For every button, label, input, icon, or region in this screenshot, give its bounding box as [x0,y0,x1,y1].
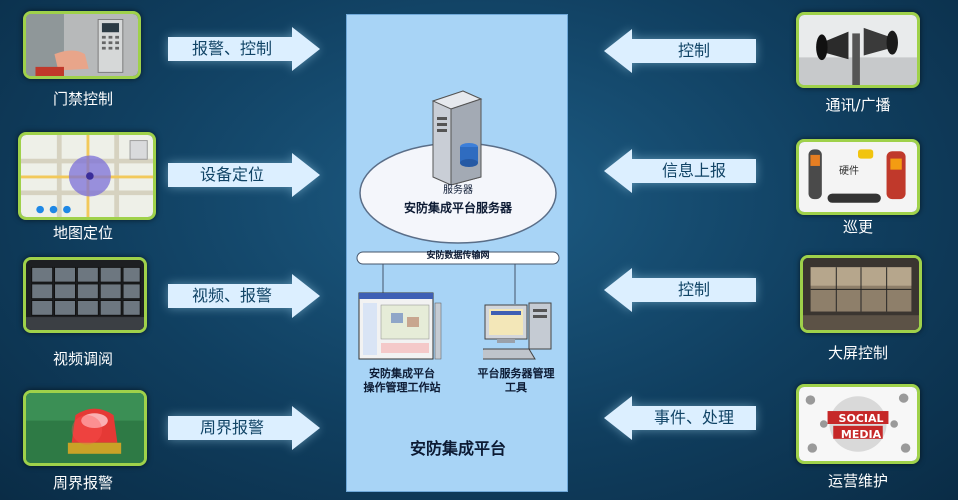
door-access-panel-icon [26,14,138,76]
operations-caption: 运营维护 [827,472,888,490]
operations-tile[interactable]: SOCIAL MEDIA [796,384,920,464]
patrol-caption: 巡更 [842,218,873,236]
map-location-arrow: 设备定位 [168,153,320,197]
patrol-device-label: 硬件 [839,166,859,177]
large-screen-arrow: 控制 [604,268,756,312]
server-title: 安防集成平台服务器 [403,201,512,215]
door-access-tile[interactable] [23,11,141,79]
server-label: 服务器 [443,185,473,196]
arrow-right-icon [168,153,320,197]
operations-arrow: 事件、处理 [604,396,756,440]
broadcast-arrow: 控制 [604,29,756,73]
loudspeaker-icon [799,15,917,85]
map-location-tile[interactable] [18,132,156,220]
large-screen-caption: 大屏控制 [827,344,888,362]
perimeter-alarm-tile[interactable] [23,390,147,466]
door-access-caption: 门禁控制 [52,90,113,108]
tool-label-line2: 工具 [505,381,527,394]
broadcast-arrow-label: 控制 [677,41,710,60]
arrow-left-icon [604,149,756,193]
server-icon [431,90,483,185]
social-media-icon [799,387,917,461]
arrow-left-icon [604,268,756,312]
perimeter-alarm-arrow-label: 周界报警 [199,418,264,437]
video-arrow-label: 视频、报警 [191,286,272,305]
video-wall-icon [26,260,144,330]
operations-arrow-label: 事件、处理 [653,408,734,427]
social-word-2: MEDIA [840,428,882,441]
pc-tool-icon [483,302,552,360]
platform-title: 安防集成平台 [409,439,506,458]
map-location-arrow-label: 设备定位 [199,165,264,184]
integration-platform-panel: 服务器 安防集成平台服务器 安防数据传输网 安防集成平台 操作管理工作站 平台服… [346,14,568,492]
alarm-light-icon [26,393,144,463]
workstation-label-line2: 操作管理工作站 [363,381,441,394]
workstation-label-line1: 安防集成平台 [369,367,435,380]
perimeter-alarm-caption: 周界报警 [52,474,113,492]
video-caption: 视频调阅 [52,350,113,368]
patrol-device-icon [799,142,917,212]
map-location-caption: 地图定位 [52,224,113,242]
arrow-right-icon [168,406,320,450]
social-word-1: SOCIAL [838,412,884,425]
broadcast-tile[interactable] [796,12,920,88]
video-arrow: 视频、报警 [168,274,320,318]
large-screen-tile[interactable] [800,255,922,333]
broadcast-caption: 通讯/广播 [825,96,891,114]
tool-label-line1: 平台服务器管理 [477,367,555,380]
patrol-arrow: 信息上报 [604,149,756,193]
video-tile[interactable] [23,257,147,333]
perimeter-alarm-arrow: 周界报警 [168,406,320,450]
large-screen-icon [803,258,919,330]
map-location-icon [21,135,153,217]
arrow-right-icon [168,274,320,318]
arrow-left-icon [604,29,756,73]
arrow-left-icon [604,396,756,440]
network-bus [356,251,560,304]
workstation-icon [358,292,442,360]
large-screen-arrow-label: 控制 [677,280,710,299]
arrow-right-icon [168,27,320,71]
patrol-tile[interactable]: 硬件 [796,139,920,215]
door-access-arrow-label: 报警、控制 [191,39,272,58]
patrol-arrow-label: 信息上报 [661,161,726,180]
network-label: 安防数据传输网 [426,251,490,261]
door-access-arrow: 报警、控制 [168,27,320,71]
